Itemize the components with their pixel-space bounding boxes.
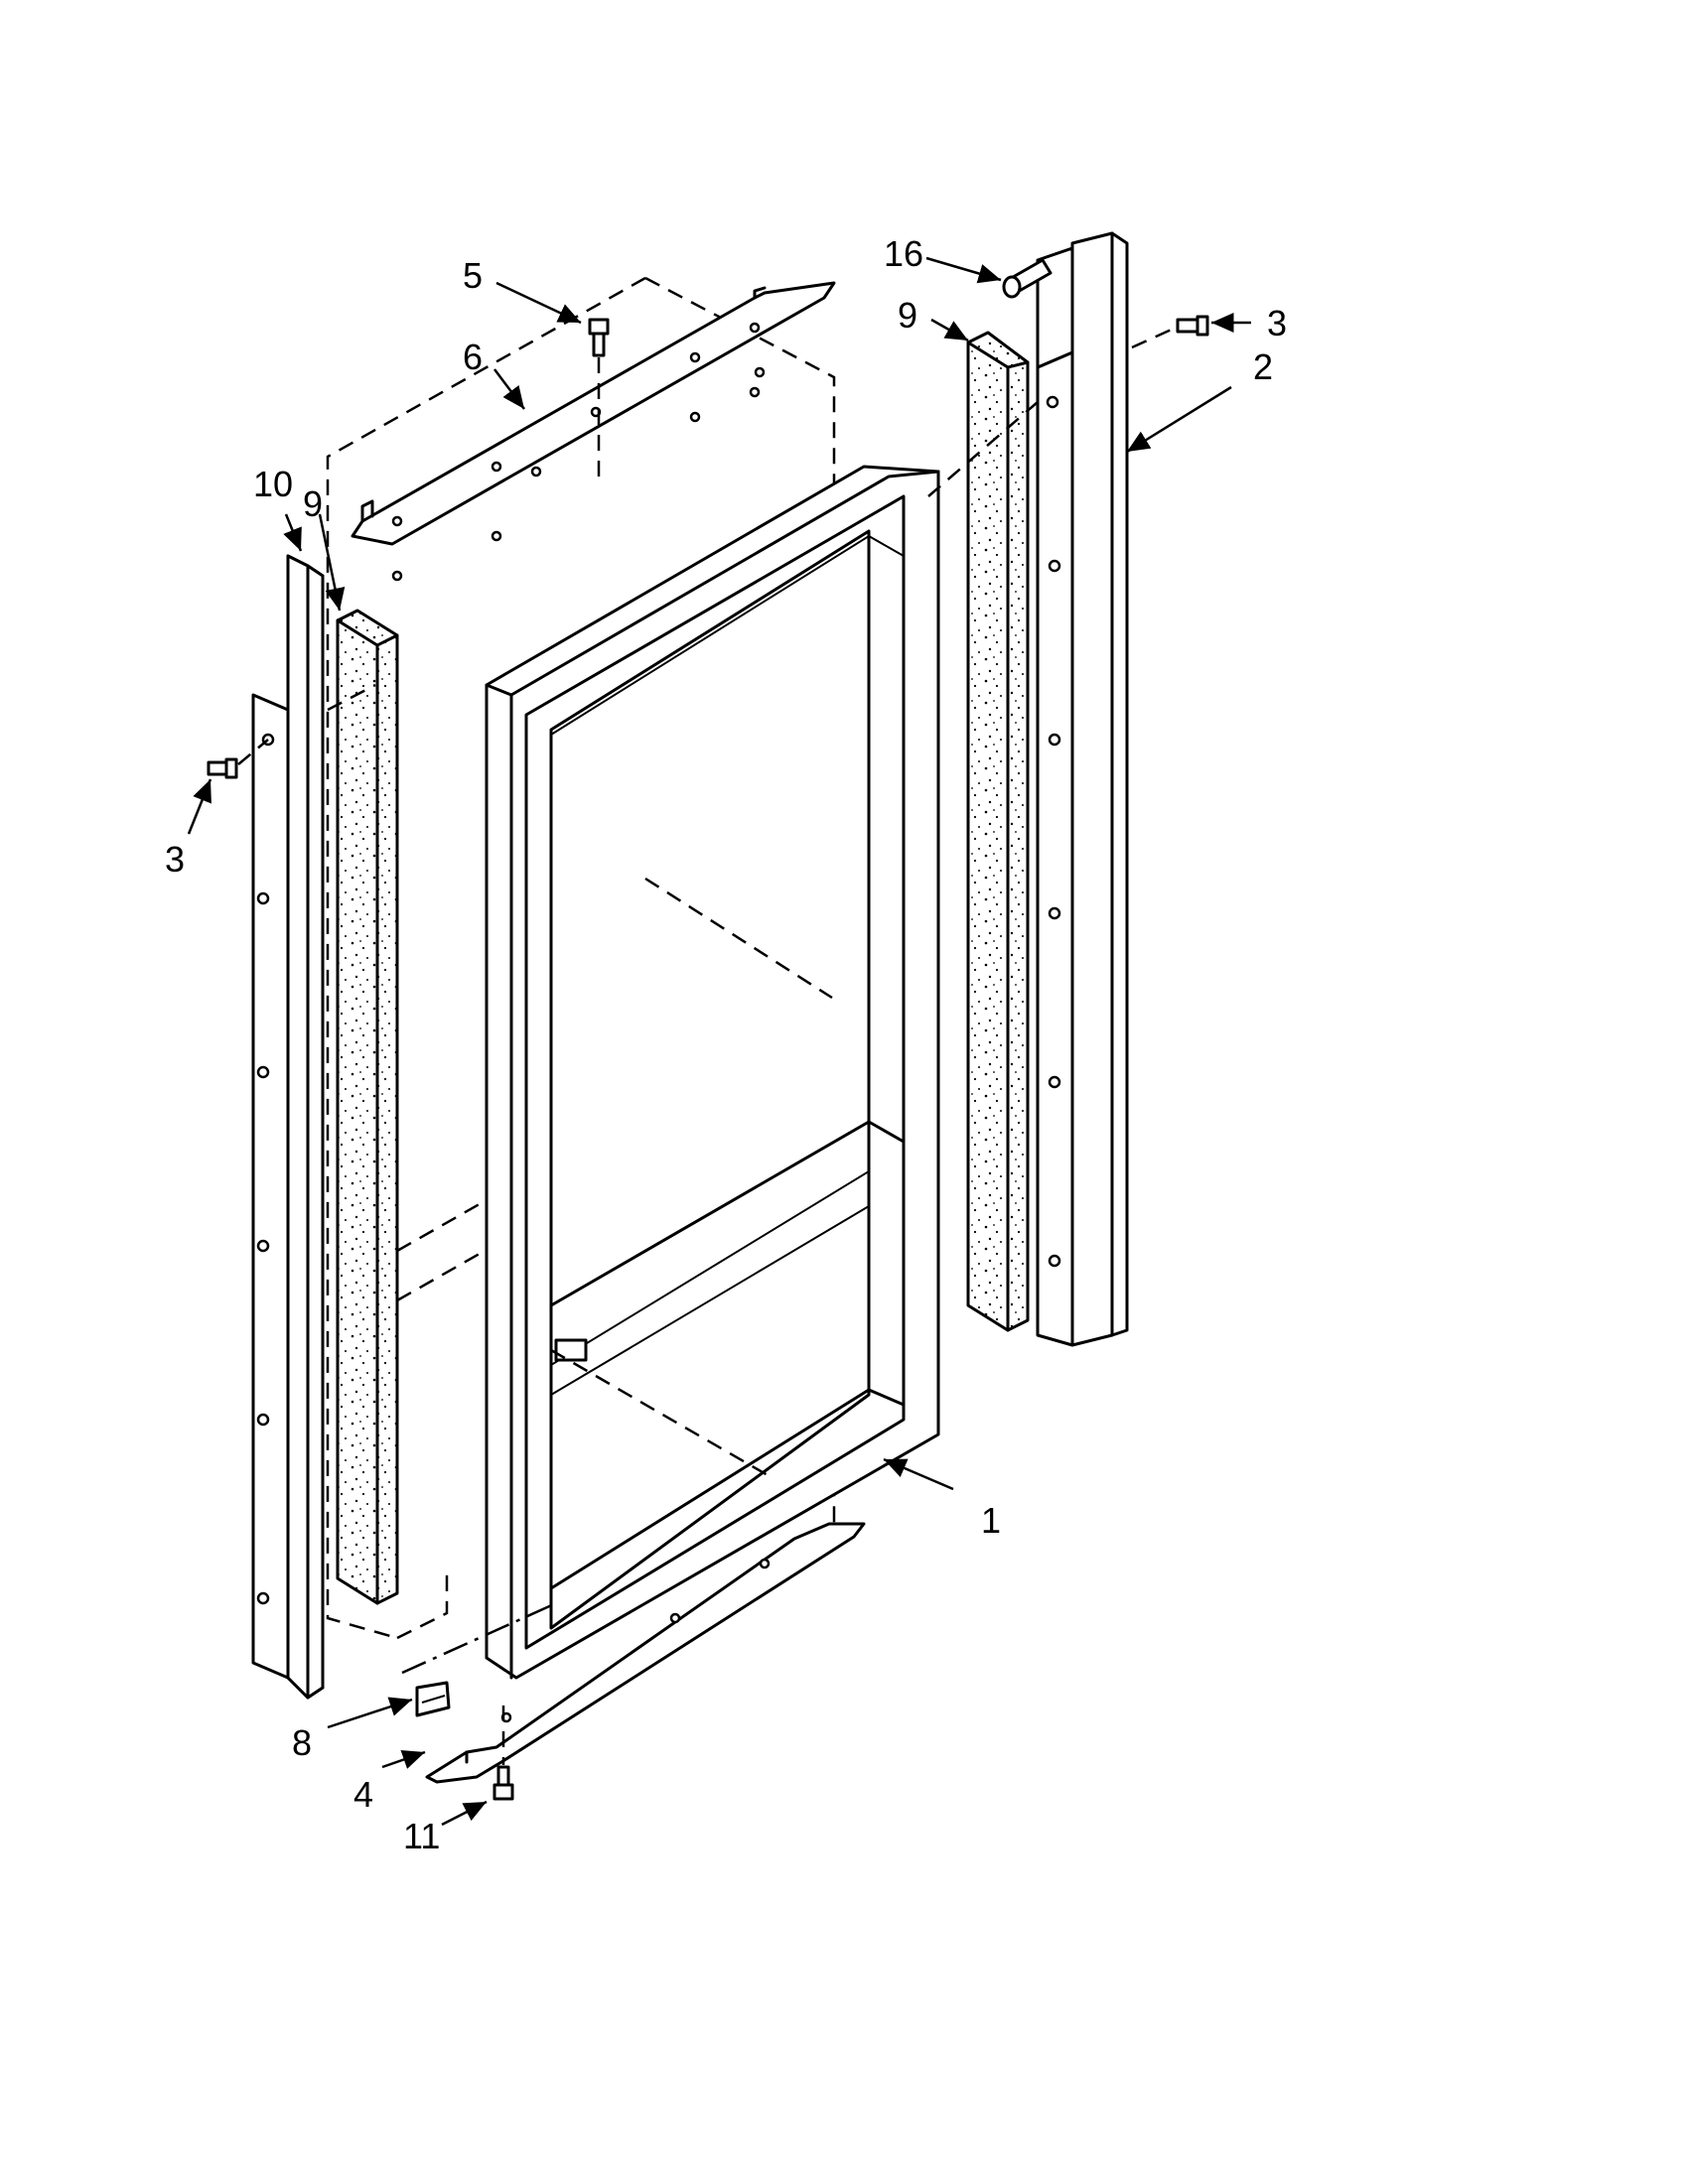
callout-9-right: 9	[898, 295, 917, 336]
leader-lines	[187, 256, 1251, 1827]
callout-16: 16	[884, 233, 923, 274]
callout-4: 4	[353, 1774, 373, 1815]
part-8-tag	[401, 1601, 557, 1717]
part-5-screw	[588, 318, 610, 486]
callout-labels: 1 2 3 3 4 5 6 8 9 9 10 11 16	[165, 233, 1287, 1856]
part-9-right-foam-strip	[966, 331, 1030, 1332]
alignment-lines	[327, 401, 1039, 1481]
part-11-screw	[492, 1706, 514, 1801]
part-1-door-frame	[485, 465, 940, 1680]
part-2-right-bracket	[1036, 231, 1129, 1347]
callout-8: 8	[292, 1722, 312, 1763]
part-6-top-rail	[351, 281, 836, 582]
callout-6: 6	[463, 337, 483, 377]
callout-2: 2	[1253, 346, 1273, 387]
part-16-pin	[1002, 258, 1053, 299]
part-3-screw-right	[1131, 315, 1209, 349]
part-4-bottom-rail	[425, 1522, 866, 1784]
callout-9-left: 9	[303, 483, 323, 524]
part-9-left-foam-strip	[336, 609, 399, 1605]
callout-3-left: 3	[165, 839, 185, 880]
callout-10: 10	[253, 464, 293, 504]
callout-3-right: 3	[1267, 303, 1287, 343]
callout-11: 11	[403, 1816, 440, 1856]
callout-1: 1	[981, 1500, 1001, 1541]
callout-5: 5	[463, 255, 483, 296]
part-10-left-bracket	[251, 554, 325, 1700]
part-3-screw-left	[207, 739, 269, 779]
